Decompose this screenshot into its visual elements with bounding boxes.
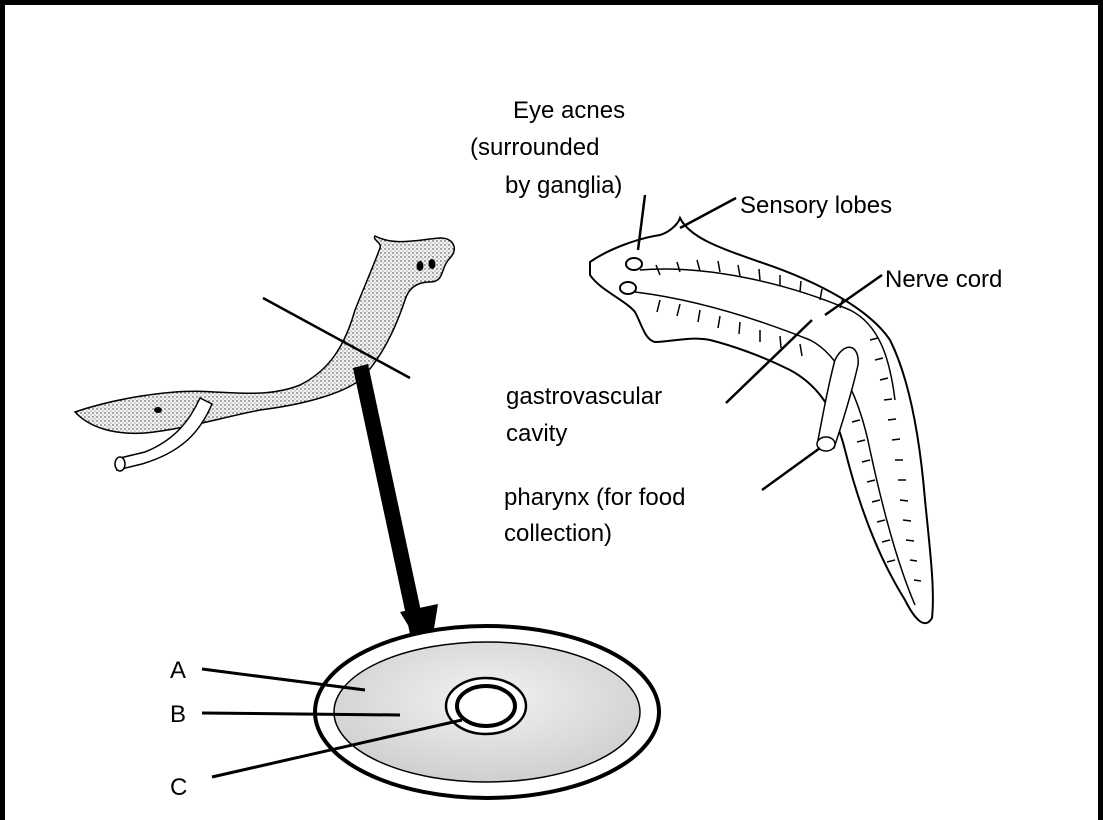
label-eye-line1: Eye acnes bbox=[513, 97, 625, 124]
eye-icon bbox=[626, 258, 642, 270]
label-b: B bbox=[170, 701, 186, 728]
label-gastro-line2: cavity bbox=[506, 420, 567, 447]
label-eye-line2: (surrounded bbox=[470, 134, 599, 161]
label-c: C bbox=[170, 774, 187, 801]
mouth-pore-icon bbox=[154, 407, 162, 413]
label-sensory-lobes: Sensory lobes bbox=[740, 192, 892, 219]
eyespot-right-icon bbox=[429, 259, 436, 269]
label-eye-line3: by ganglia) bbox=[505, 172, 622, 199]
flatworm-body bbox=[75, 236, 454, 433]
label-pharynx-line2: collection) bbox=[504, 520, 612, 547]
eye-icon-2 bbox=[620, 282, 636, 294]
anatomy-body-outline bbox=[590, 218, 933, 623]
pointer-line-b bbox=[202, 713, 400, 715]
label-nerve-cord: Nerve cord bbox=[885, 266, 1002, 293]
eyespot-left-icon bbox=[417, 261, 424, 271]
label-a: A bbox=[170, 657, 186, 684]
flatworm-whole-illustration bbox=[75, 236, 454, 471]
label-gastro-line1: gastrovascular bbox=[506, 383, 662, 410]
pointer-line-pharynx bbox=[762, 448, 820, 490]
pointer-line-sensory bbox=[680, 198, 736, 228]
cross-section-illustration: A B C bbox=[170, 626, 659, 801]
pointer-arrow-icon bbox=[353, 364, 438, 660]
flatworm-anatomy-illustration: Eye acnes (surrounded by ganglia) Sensor… bbox=[470, 97, 1002, 623]
label-pharynx-line1: pharynx (for food bbox=[504, 484, 685, 511]
gut-ring-inner bbox=[457, 686, 515, 726]
